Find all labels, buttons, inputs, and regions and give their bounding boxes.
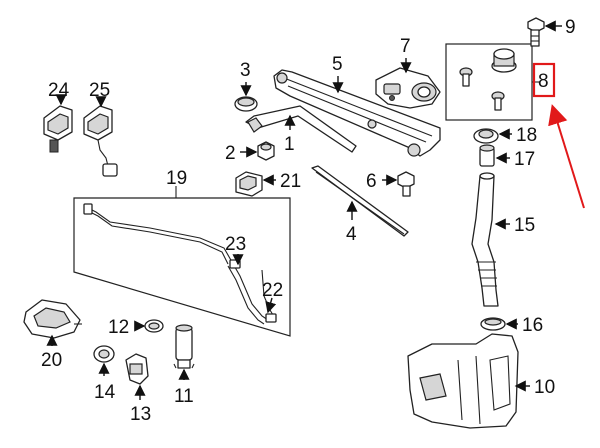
- highlight-box: [532, 62, 556, 98]
- pivot-cap-3: [234, 82, 258, 112]
- bolt-9: [527, 17, 562, 47]
- nut-2: [240, 141, 275, 161]
- filler-neck-15: [471, 172, 510, 307]
- washer-reservoir-10: [407, 333, 530, 429]
- callout-2: 2: [225, 143, 236, 164]
- callout-20: 20: [41, 350, 62, 371]
- callout-18: 18: [516, 125, 537, 146]
- washer-pump-13: [125, 353, 149, 400]
- hardware-kit-8: [445, 43, 556, 121]
- wiper-linkage-5: [273, 69, 441, 157]
- callout-17: 17: [514, 149, 535, 170]
- callout-5: 5: [332, 54, 343, 75]
- callout-12: 12: [108, 317, 129, 338]
- wiper-motor-7: [375, 58, 441, 109]
- callout-13: 13: [130, 404, 151, 425]
- callout-10: 10: [534, 377, 555, 398]
- callout-6: 6: [366, 171, 377, 192]
- washer-nozzle-24: [43, 94, 73, 153]
- washer-nozzle-25: [83, 96, 118, 177]
- washer-pump-11: [173, 324, 195, 380]
- bolt-6: [382, 171, 415, 197]
- bolt-icon: [459, 67, 473, 87]
- callout-14: 14: [94, 382, 116, 403]
- callout-24: 24: [48, 80, 70, 101]
- callout-1: 1: [284, 134, 295, 155]
- seal-18: [473, 128, 512, 144]
- bracket-20: [23, 299, 82, 346]
- callout-16: 16: [522, 315, 543, 336]
- seal-ring-16: [480, 317, 518, 331]
- callout-21: 21: [280, 171, 301, 192]
- hose-assembly-19: [73, 186, 291, 337]
- connector-21: [235, 171, 276, 197]
- callout-7: 7: [400, 36, 411, 57]
- callout-15: 15: [514, 215, 535, 236]
- grommet-icon: [491, 48, 517, 73]
- callout-22: 22: [262, 280, 283, 301]
- seal-14: [93, 345, 115, 376]
- callout-4: 4: [346, 224, 357, 245]
- callout-11: 11: [174, 386, 194, 407]
- callout-23: 23: [225, 234, 246, 255]
- highlight-arrow: [548, 104, 585, 209]
- callout-9: 9: [565, 17, 576, 38]
- callout-3: 3: [240, 60, 251, 81]
- callout-19: 19: [166, 168, 187, 189]
- callout-25: 25: [89, 80, 110, 101]
- wiper-arm-1: [245, 105, 357, 153]
- bolt-icon: [491, 91, 505, 111]
- wiper-blade-4: [311, 165, 409, 237]
- filler-cap-17: [479, 144, 510, 167]
- grommet-12: [134, 319, 164, 333]
- callout-8: 8: [538, 71, 549, 92]
